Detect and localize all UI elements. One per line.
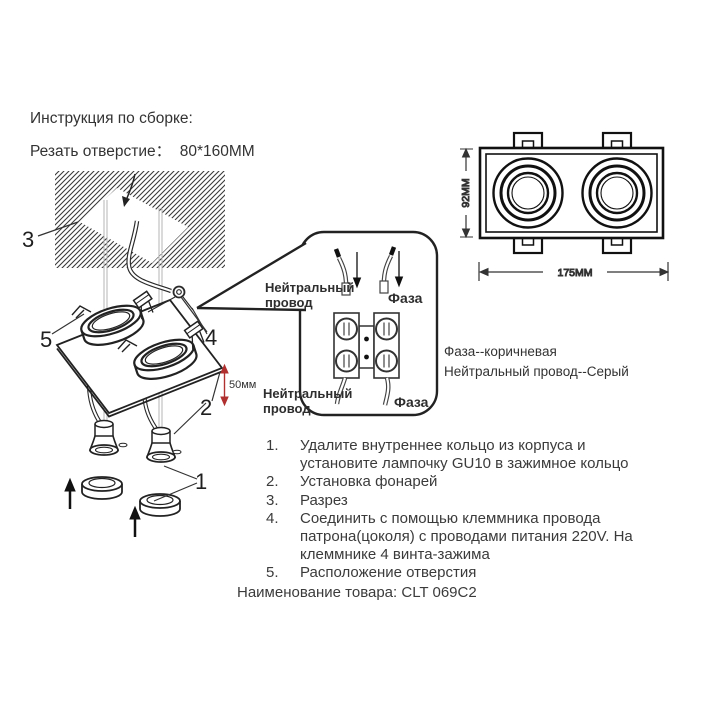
item-text: Разрез bbox=[300, 491, 348, 509]
phase-label-top: Фаза bbox=[388, 290, 423, 306]
inner-ring-right bbox=[139, 493, 181, 517]
wire-neutral-top bbox=[333, 248, 351, 296]
item-text: Расположение отверстия bbox=[300, 564, 477, 582]
small-screw bbox=[172, 449, 182, 455]
instruction-item-5: 5. Расположение отверстия bbox=[266, 564, 666, 582]
height-dimension: 92MM bbox=[460, 147, 473, 239]
instruction-item-4: 4. Соединить с помощью клеммника провода… bbox=[266, 510, 666, 565]
width-dimension: 175MM bbox=[478, 262, 670, 281]
item-number: 3. bbox=[266, 491, 279, 509]
item-number: 4. bbox=[266, 509, 279, 527]
inner-ring-left bbox=[81, 476, 123, 500]
instruction-item-2: 2. Установка фонарей bbox=[266, 473, 666, 491]
insert-arrow-icon bbox=[122, 196, 130, 207]
callout-leader-lines bbox=[37, 221, 221, 502]
wire-phase-bottom bbox=[382, 377, 391, 406]
cut-hole-size: Резать отверстие： 80*160MM bbox=[30, 143, 255, 160]
mini-clip-left bbox=[71, 305, 138, 353]
depth-dimension-arrow bbox=[220, 363, 229, 407]
lamp-opening-right bbox=[581, 157, 653, 229]
mounting-clips bbox=[512, 131, 633, 255]
instruction-item-1: 1. Удалите внутреннее кольцо из корпуса … bbox=[266, 437, 666, 473]
insert-arrow-icon bbox=[352, 251, 404, 289]
spring-clip-right bbox=[183, 320, 205, 350]
instruction-item-3: 3. Разрез bbox=[266, 492, 666, 510]
screw-slots bbox=[343, 322, 390, 368]
callout-4: 4 bbox=[205, 325, 218, 350]
fixture-front-drawing: 92MM 175MM bbox=[460, 131, 670, 281]
item-text: Соединить с помощью клеммника провода па… bbox=[300, 509, 633, 564]
item-text: Удалите внутреннее кольцо из корпуса и у… bbox=[300, 437, 629, 473]
depth-dimension-label: 50мм bbox=[229, 379, 257, 391]
terminal-block bbox=[333, 312, 400, 379]
item-text: Установка фонарей bbox=[300, 473, 438, 491]
page-title: Инструкция по сборке: bbox=[30, 110, 193, 127]
height-dimension-label: 92MM bbox=[460, 178, 472, 207]
phase-label-bottom: Фаза bbox=[394, 394, 429, 410]
item-number: 5. bbox=[266, 564, 279, 582]
neutral-wire-label-bottom: Нейтральный провод bbox=[263, 386, 353, 416]
item-number: 2. bbox=[266, 473, 279, 491]
small-screw bbox=[118, 442, 128, 448]
lamp-socket-left bbox=[88, 419, 120, 456]
lamp-opening-left bbox=[492, 157, 564, 229]
wire-hook-ring bbox=[172, 285, 186, 299]
up-arrow-icon bbox=[64, 477, 141, 537]
wiring-detail-bubble bbox=[196, 230, 439, 417]
ceiling-cutout-diagram bbox=[55, 171, 225, 268]
lamp-ring-right bbox=[133, 338, 198, 380]
legend-neutral: Нейтральный провод--Серый bbox=[444, 364, 629, 379]
product-name: Наименование товара: CLT 069C2 bbox=[237, 584, 477, 601]
instruction-list: 1. Удалите внутреннее кольцо из корпуса … bbox=[266, 437, 666, 583]
item-number: 1. bbox=[266, 437, 279, 454]
wire-phase-top bbox=[379, 246, 397, 294]
supply-wire bbox=[126, 220, 194, 313]
callout-2: 2 bbox=[200, 395, 213, 420]
callout-1: 1 bbox=[195, 469, 208, 494]
callout-5: 5 bbox=[40, 327, 53, 352]
callout-3: 3 bbox=[22, 227, 35, 252]
neutral-wire-label-top: Нейтральный провод bbox=[265, 280, 355, 310]
lamp-socket-right bbox=[145, 426, 177, 463]
width-dimension-label: 175MM bbox=[557, 267, 592, 279]
wire-neutral-bottom bbox=[334, 377, 348, 405]
spring-clip-left bbox=[132, 290, 154, 320]
legend-phase: Фаза--коричневая bbox=[444, 344, 557, 359]
